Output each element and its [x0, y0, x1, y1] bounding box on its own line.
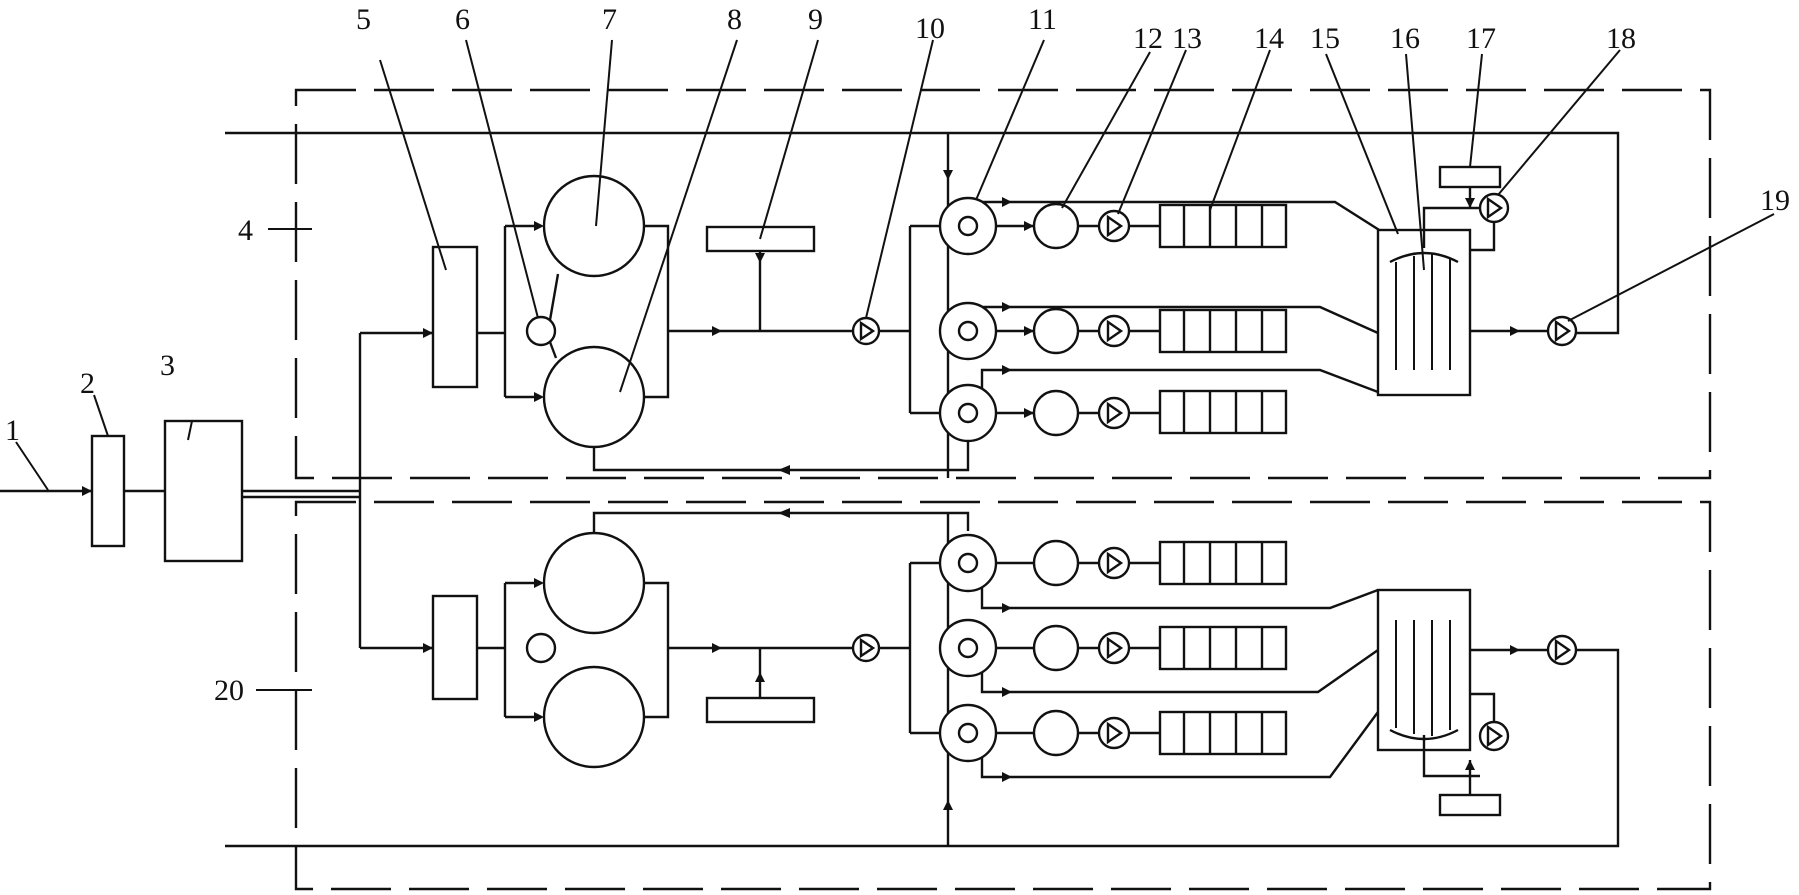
label-1: 1 [5, 414, 20, 447]
feed-line [0, 333, 362, 648]
label-15: 15 [1310, 22, 1340, 55]
upper-unit [360, 133, 1578, 478]
lower-row-2 [938, 618, 1379, 697]
unit-3-box [163, 419, 244, 563]
upper-row-3 [938, 365, 1379, 443]
label-4: 4 [238, 214, 253, 247]
label-11: 11 [1028, 3, 1057, 36]
upper-unit-boundary [294, 88, 1712, 480]
unit-5-box [431, 245, 479, 389]
label-10: 10 [915, 12, 945, 45]
lower-row-1 [938, 533, 1379, 613]
unit-2-box [90, 434, 126, 548]
unit-17-box [1438, 165, 1502, 189]
label-7: 7 [602, 3, 617, 36]
label-5: 5 [356, 3, 371, 36]
lower-unit-5-box [431, 594, 479, 701]
label-19: 19 [1760, 184, 1790, 217]
label-20: 20 [214, 674, 244, 707]
label-2: 2 [80, 367, 95, 400]
lower-row-3 [938, 703, 1379, 782]
lower-unit-boundary [294, 500, 1712, 891]
leader-lines [15, 39, 1775, 691]
tank-7 [542, 174, 646, 278]
lower-unit [360, 508, 1578, 846]
reactor-15 [1376, 228, 1472, 397]
upper-row-1 [938, 196, 1400, 256]
valve-6 [525, 315, 557, 347]
label-3: 3 [160, 349, 175, 382]
label-6: 6 [455, 3, 470, 36]
label-8: 8 [727, 3, 742, 36]
label-13: 13 [1172, 22, 1202, 55]
label-12: 12 [1133, 22, 1163, 55]
upper-row-2 [938, 301, 1379, 361]
label-17: 17 [1466, 22, 1496, 55]
upper-return-line [225, 131, 1620, 335]
number-labels: 1 2 3 4 5 6 7 8 9 10 11 12 13 14 15 16 1… [5, 3, 1790, 707]
label-18: 18 [1606, 22, 1636, 55]
label-16: 16 [1390, 22, 1420, 55]
label-14: 14 [1254, 22, 1284, 55]
label-9: 9 [808, 3, 823, 36]
lower-return-line [225, 648, 1620, 848]
